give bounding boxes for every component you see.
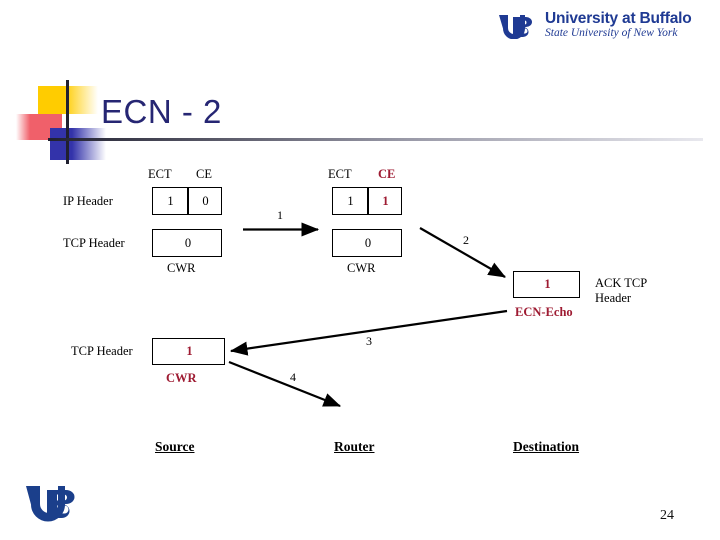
deco-vertical-line <box>66 80 69 164</box>
deco-red-fade <box>16 114 30 140</box>
source-ip-box-divider <box>187 188 189 214</box>
ack-tcp-header-label-line1: ACK TCP <box>595 276 648 290</box>
actor-label-source: Source <box>155 439 195 454</box>
source-cwr-value: 0 <box>184 235 192 250</box>
title-underline-rule <box>48 138 703 141</box>
arrow-1-label: 1 <box>277 208 283 222</box>
logo-line-1: University at Buffalo <box>545 10 692 27</box>
router-ce-field-label: CE <box>378 167 396 181</box>
router-ce-value: 1 <box>382 193 389 208</box>
university-logo-wordmark: University at Buffalo State University o… <box>545 11 692 40</box>
router-ect-value: 1 <box>347 193 354 208</box>
deco-yellow-fade <box>64 86 98 114</box>
router-tcp-header-box: 0 <box>332 229 402 257</box>
page-number: 24 <box>660 508 674 523</box>
page-title: ECN - 2 <box>101 93 222 130</box>
router-cwr-caption: CWR <box>347 261 376 275</box>
ack-ecn-echo-caption: ECN-Echo <box>515 305 573 319</box>
source-ect-value: 1 <box>167 193 174 208</box>
source-ect-field-label: ECT <box>148 167 172 181</box>
ack-tcp-header-label-line2: Header <box>595 291 632 305</box>
response-cwr-value: 1 <box>186 344 193 358</box>
actor-label-destination: Destination <box>513 439 580 454</box>
deco-yellow-square <box>38 86 64 114</box>
arrow-2-label: 2 <box>463 233 469 247</box>
ack-ecn-echo-value: 1 <box>544 277 551 291</box>
deco-blue-fade <box>72 128 106 160</box>
response-tcp-header-label: TCP Header <box>71 344 133 358</box>
title-decoration <box>16 80 108 164</box>
source-cwr-caption: CWR <box>167 261 196 275</box>
router-cwr-value: 0 <box>364 235 372 250</box>
source-tcp-header-label: TCP Header <box>63 236 125 250</box>
arrow-3-label: 3 <box>366 334 372 348</box>
response-cwr-caption: CWR <box>166 371 197 385</box>
university-logo-header: University at Buffalo State University o… <box>497 11 697 44</box>
arrow-4-label: 4 <box>290 370 296 384</box>
source-ce-value: 0 <box>202 193 209 208</box>
arrow-4-line <box>228 360 342 408</box>
router-ip-header-box: 1 1 <box>332 187 402 215</box>
source-tcp-header-box: 0 <box>152 229 222 257</box>
ub-logo-icon-footer <box>22 482 92 524</box>
actor-label-router: Router <box>334 439 375 454</box>
response-tcp-header-box: 1 <box>152 338 225 365</box>
logo-line-2: State University of New York <box>545 27 678 39</box>
ub-logo-icon <box>497 13 541 40</box>
source-ip-header-label: IP Header <box>63 194 113 208</box>
source-ip-header-box: 1 0 <box>152 187 222 215</box>
router-ip-box-divider <box>367 188 369 214</box>
ack-tcp-header-box: 1 <box>513 271 580 298</box>
source-ce-field-label: CE <box>196 167 212 181</box>
router-ect-field-label: ECT <box>328 167 352 181</box>
